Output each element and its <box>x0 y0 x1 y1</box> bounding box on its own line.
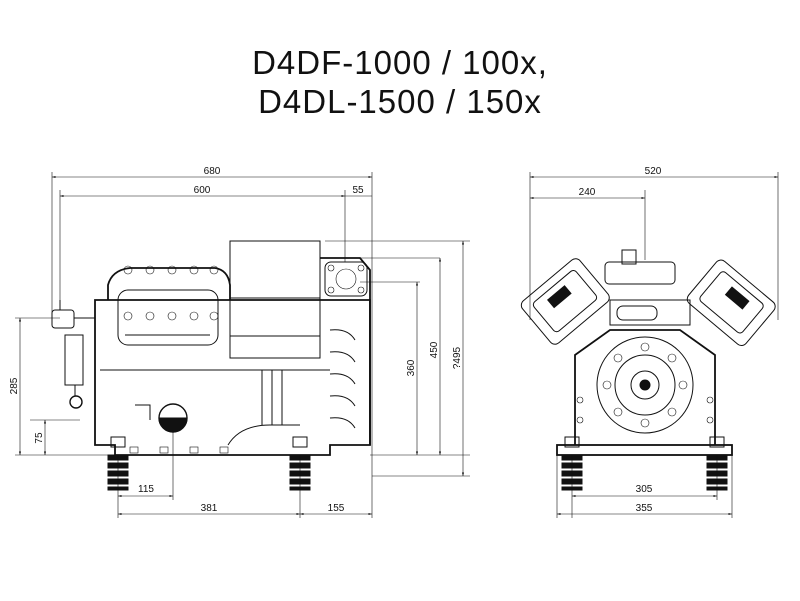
end-view-dimensions: 520 240 305 355 <box>529 166 779 518</box>
side-view-spring-mounts <box>107 436 311 491</box>
dim-381: 381 <box>201 503 218 514</box>
dim-360: 360 <box>406 359 417 376</box>
dim-55: 55 <box>352 185 364 196</box>
dim-450: 450 <box>429 341 440 358</box>
end-view-compressor <box>520 249 776 456</box>
dim-355: 355 <box>636 503 653 514</box>
dim-240: 240 <box>579 187 596 198</box>
drawing-title-line-1: D4DF-1000 / 100x, <box>252 44 548 81</box>
dim-495: ?495 <box>452 346 463 369</box>
dim-305: 305 <box>636 484 653 495</box>
dim-285: 285 <box>9 377 20 394</box>
dim-600: 600 <box>194 185 211 196</box>
drawing-title-line-2: D4DL-1500 / 150x <box>258 83 542 120</box>
dim-520: 520 <box>645 166 662 177</box>
dim-155: 155 <box>328 503 345 514</box>
side-view-dimensions: 680 600 55 ?495 450 360 285 75 115 381 1… <box>9 166 470 518</box>
dim-680: 680 <box>204 166 221 177</box>
dim-115: 115 <box>138 484 154 495</box>
dim-75: 75 <box>34 432 45 444</box>
side-view-compressor <box>51 240 371 456</box>
